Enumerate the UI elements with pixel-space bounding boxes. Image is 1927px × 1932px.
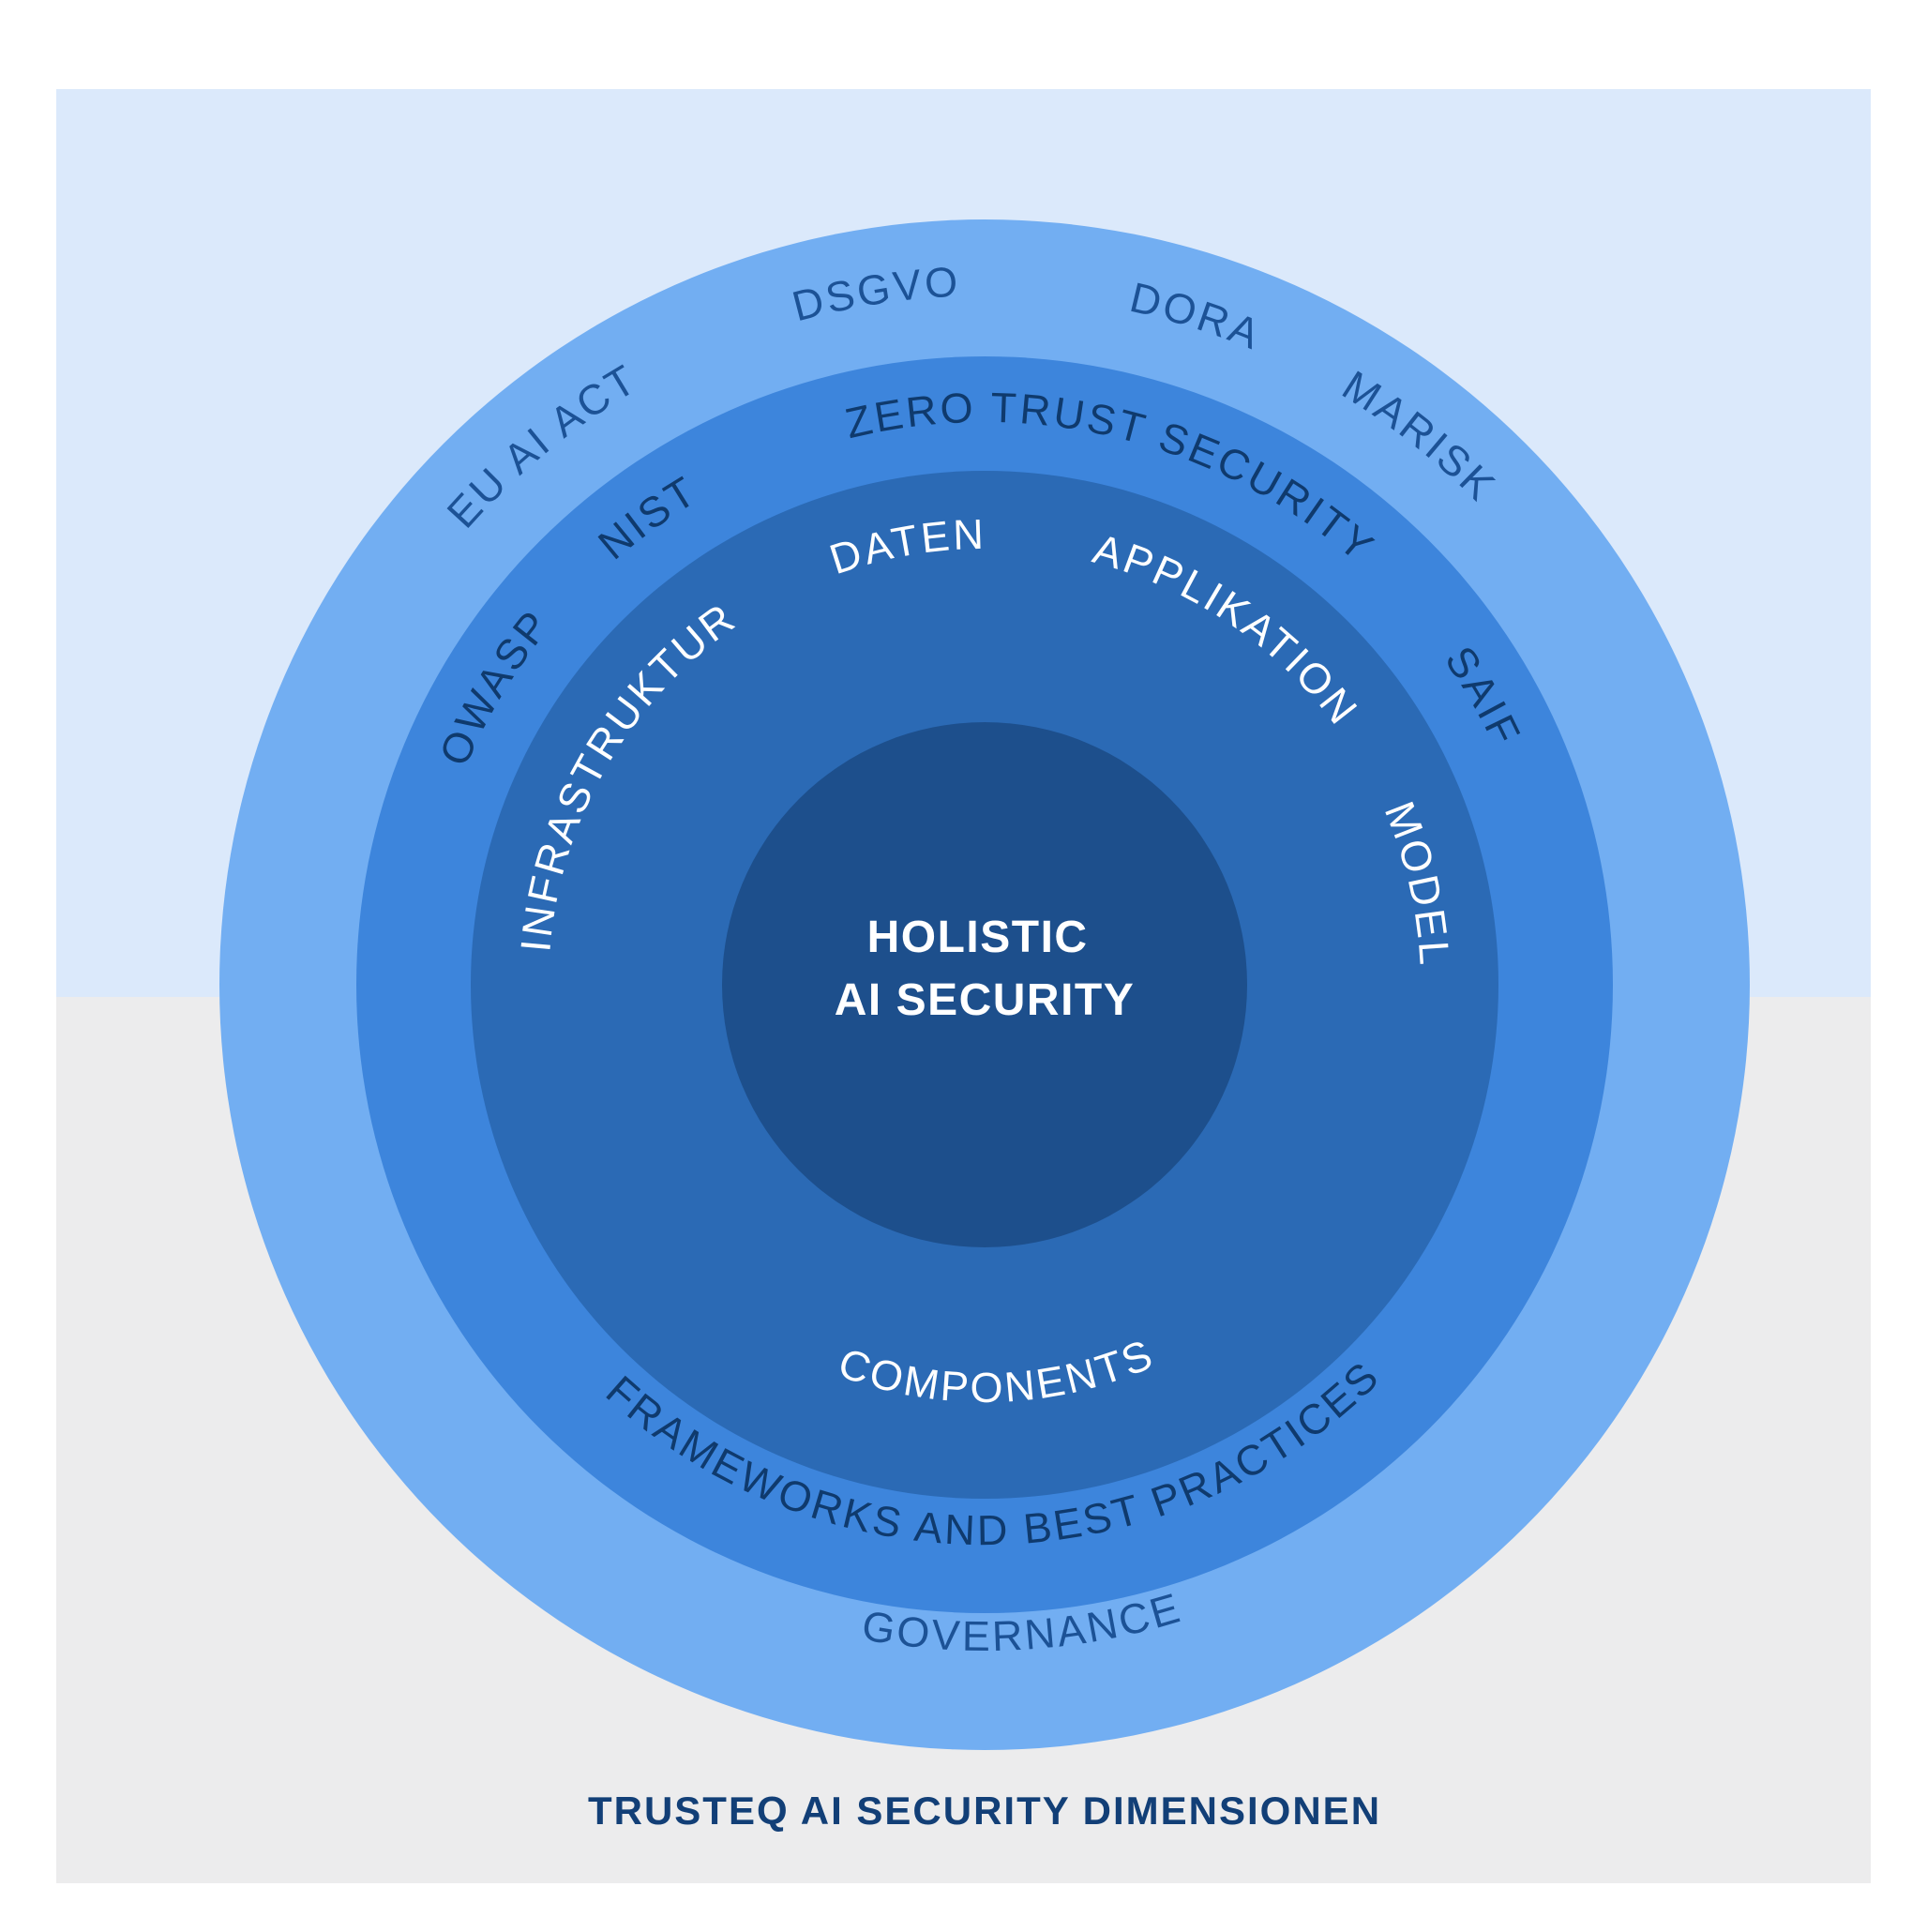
- center-title-line2: AI SECURITY: [835, 975, 1136, 1025]
- center-title: HOLISTIC AI SECURITY: [835, 913, 1136, 1025]
- center-circle: [722, 722, 1247, 1247]
- center-title-line1: HOLISTIC: [867, 913, 1089, 962]
- diagram-caption: TRUSTEQ AI SECURITY DIMENSIONEN: [588, 1789, 1381, 1833]
